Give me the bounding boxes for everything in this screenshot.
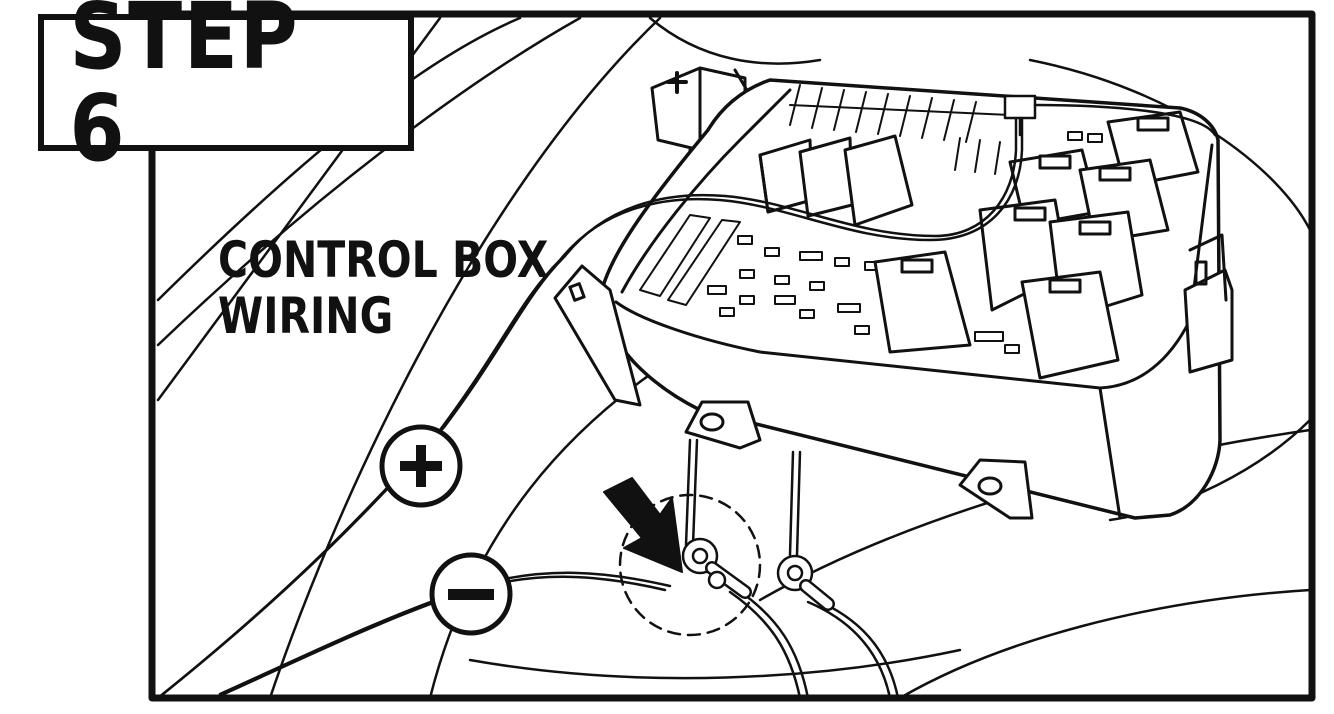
- diagram-caption: CONTROL BOX WIRING: [218, 232, 548, 344]
- caption-line-2: WIRING: [218, 287, 394, 345]
- minus-symbol-icon: [429, 552, 513, 636]
- caption-line-1: CONTROL BOX: [218, 231, 549, 289]
- panel-frame: [148, 10, 1316, 702]
- plus-symbol-icon: [379, 424, 463, 508]
- ground-cables: [213, 438, 900, 700]
- highlight-circle: [618, 493, 762, 637]
- fuse-slots: [639, 84, 1103, 354]
- relays: [758, 110, 1200, 380]
- pointer-arrow-icon: [603, 477, 683, 573]
- step-label: STEP 6: [69, 0, 300, 182]
- positive-cable: [156, 94, 1217, 700]
- step-badge: STEP 6: [38, 0, 414, 174]
